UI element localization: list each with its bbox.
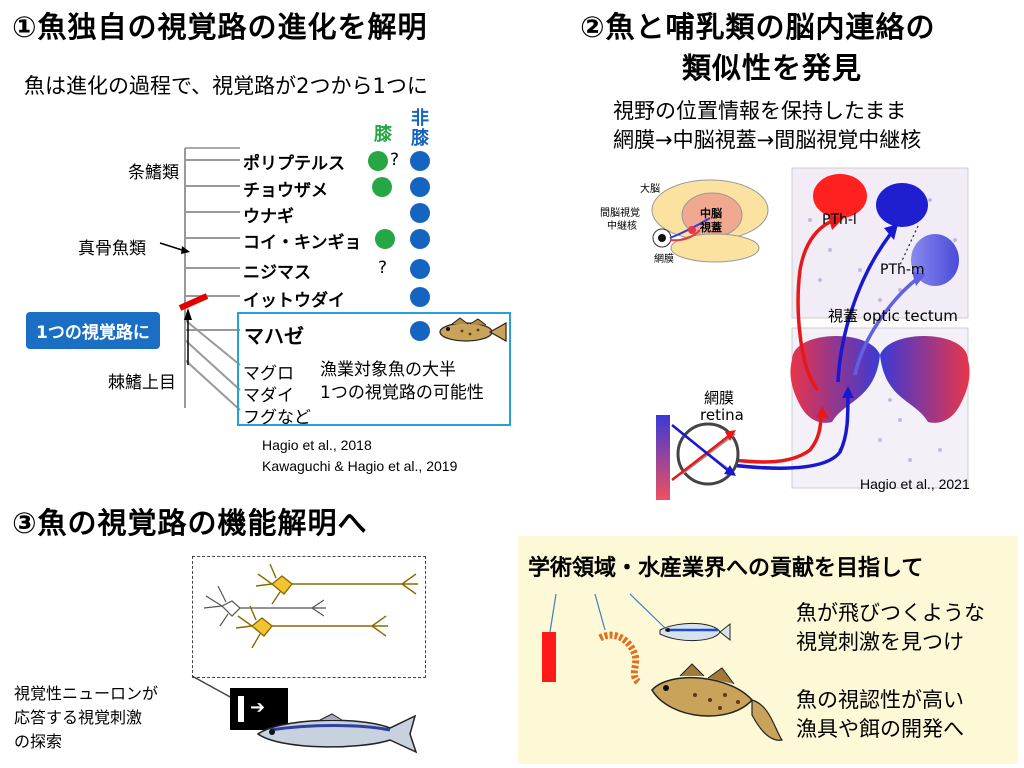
other-fish-tuna: マグロ xyxy=(243,364,294,384)
retina-label-jp: 網膜 xyxy=(704,389,735,407)
note-one-pathway: 1つの視覚路の可能性 xyxy=(320,383,484,403)
group-acanthopterygii: 棘鰭上目 xyxy=(108,373,176,393)
dot-non-geniculate-squirrelfish xyxy=(410,287,430,307)
dot-non-geniculate-sturgeon xyxy=(410,177,430,197)
brain-cerebrum-label: 大脳 xyxy=(640,184,660,195)
unknown-trout: ? xyxy=(378,258,388,278)
panel4-line1: 魚が飛びつくような xyxy=(796,601,985,625)
species-goby: マハゼ xyxy=(244,324,304,348)
brain-relay-label-1: 間脳視覚 xyxy=(600,208,640,219)
panel4-line4: 漁具や餌の開発へ xyxy=(796,717,964,741)
non-geniculate-header-1: 非 xyxy=(411,108,429,129)
red-lure xyxy=(542,632,556,682)
non-geniculate-header-2: 膝 xyxy=(411,128,429,149)
species-polypterus: ポリプテルス xyxy=(243,154,345,174)
dot-non-geniculate-polypterus xyxy=(410,151,430,171)
neuron-illustration xyxy=(203,563,418,649)
panel3-desc-line3: の探索 xyxy=(14,732,63,751)
geniculate-header: 膝 xyxy=(374,124,392,145)
panel4-line3: 魚の視認性が高い xyxy=(796,688,964,712)
one-pathway-callout: 1つの視覚路に xyxy=(26,312,160,349)
dot-non-geniculate-carp xyxy=(410,229,430,249)
dot-non-geniculate-eel xyxy=(410,203,430,223)
brain-relay-label-2: 中継核 xyxy=(607,221,637,232)
species-carp: コイ・キンギョ xyxy=(243,233,362,253)
group-ray-finned: 条鰭類 xyxy=(128,163,179,183)
citation-2018: Hagio et al., 2018 xyxy=(262,437,372,453)
goby-illustration xyxy=(439,317,507,343)
pathway-diagram xyxy=(651,167,970,500)
brain-midbrain-label-1: 中脳 xyxy=(700,207,722,220)
anchovy-illustration xyxy=(256,713,418,754)
goby-box xyxy=(237,312,511,426)
species-sturgeon: チョウザメ xyxy=(243,181,328,201)
citation-2021: Hagio et al., 2021 xyxy=(860,476,970,492)
stimulus-bar xyxy=(238,696,244,722)
optic-tectum-label: 視蓋 optic tectum xyxy=(828,307,958,325)
small-fish-lure xyxy=(659,622,731,642)
panel3-desc-line1: 視覚性ニューロンが xyxy=(14,684,159,703)
dot-geniculate-sturgeon xyxy=(372,177,392,197)
stimulus-arrow-icon: ➔ xyxy=(250,697,266,718)
dot-non-geniculate-trout xyxy=(410,259,430,279)
panel3-desc-line2: 応答する視覚刺激 xyxy=(14,708,143,727)
retina-label-en: retina xyxy=(700,406,744,424)
other-fish-seabream: マダイ xyxy=(243,386,294,406)
species-trout: ニジマス xyxy=(243,263,311,283)
dot-geniculate-carp xyxy=(375,229,395,249)
dot-non-geniculate-goby xyxy=(410,321,430,341)
species-eel: ウナギ xyxy=(243,207,294,227)
panel2-title-line1: ②魚と哺乳類の脳内連絡の xyxy=(580,10,936,44)
lure-illustration xyxy=(542,593,784,741)
group-teleost: 真骨魚類 xyxy=(78,239,146,259)
panel2-title-line2: 類似性を発見 xyxy=(682,51,863,85)
species-squirrelfish: イットウダイ xyxy=(243,291,345,311)
panel2-desc-line2: 網膜→中脳視蓋→間脳視覚中継核 xyxy=(613,128,922,152)
pth-m-label: PTh-m xyxy=(880,262,925,278)
panel4-line2: 視覚刺激を見つけ xyxy=(796,630,964,654)
brain-midbrain-label-2: 視蓋 xyxy=(700,221,722,234)
goby-illustration-large xyxy=(651,663,784,741)
panel3-title: ③魚の視覚路の機能解明へ xyxy=(12,506,368,540)
pth-l-label: PTh-l xyxy=(822,212,857,228)
citation-2019: Kawaguchi & Hagio et al., 2019 xyxy=(262,458,458,474)
brain-retina-label: 網膜 xyxy=(654,254,674,265)
unknown-polypterus: ? xyxy=(390,150,400,170)
panel1-title: ①魚独自の視覚路の進化を解明 xyxy=(12,10,428,44)
divergence-mark xyxy=(178,293,209,311)
neuron-inset xyxy=(192,556,426,678)
panel2-desc-line1: 視野の位置情報を保持したまま xyxy=(613,99,907,123)
other-fish-pufferfish: フグなど xyxy=(243,408,311,428)
brain-inset xyxy=(651,179,769,263)
panel1-subtitle: 魚は進化の過程で、視覚路が2つから1つに xyxy=(24,74,428,98)
worm-lure xyxy=(598,631,641,685)
inset-connector-lines xyxy=(191,676,233,699)
note-fishery-majority: 漁業対象魚の大半 xyxy=(320,360,456,380)
phylogenetic-tree xyxy=(159,147,241,411)
panel4-title: 学術領域・水産業界への貢献を目指して xyxy=(528,556,924,581)
dot-geniculate-polypterus xyxy=(368,151,388,171)
